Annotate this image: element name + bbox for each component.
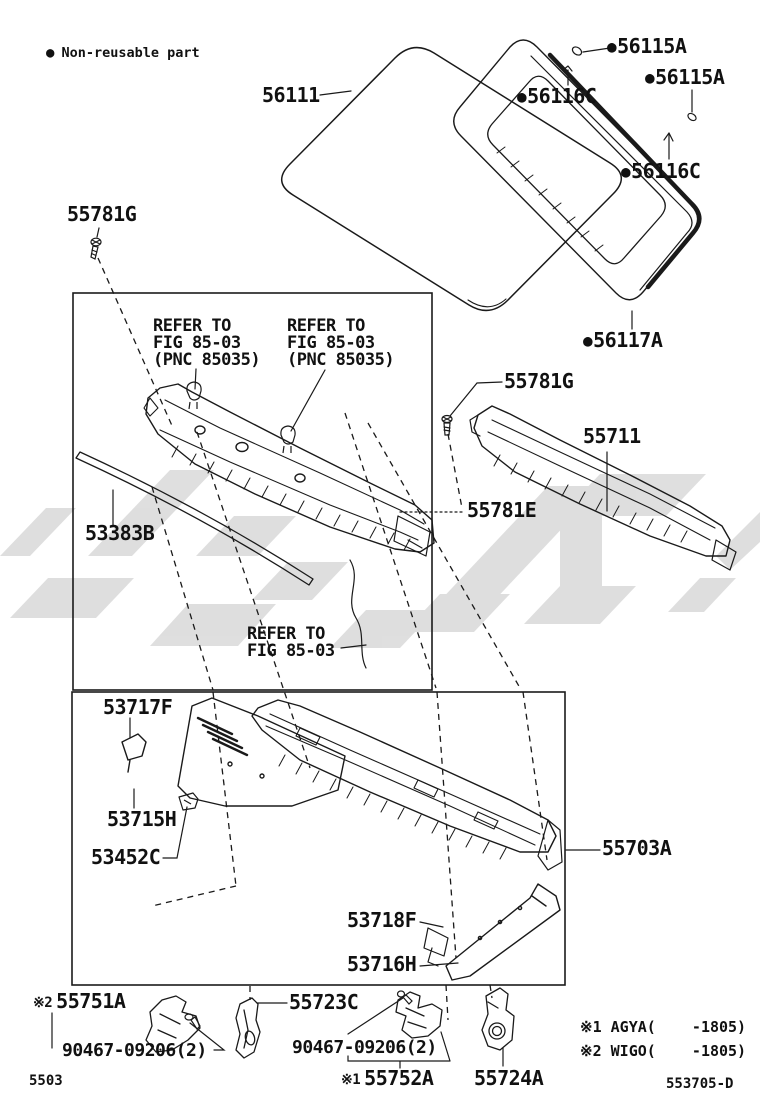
part-label-56111: 56111 [262, 83, 320, 107]
applicability-note-2: ※2 WIGO( -1805) [580, 1042, 747, 1060]
part-label-55723c: 55723C [289, 990, 359, 1014]
part-label-53715h: 53715H [107, 807, 177, 831]
legend-non-reusable: ● Non-reusable part [46, 45, 200, 61]
non-reusable-dot-icon: ● [46, 45, 55, 61]
part-label-53718f: 53718F [347, 908, 417, 932]
legend-text: Non-reusable part [61, 45, 200, 61]
projection-lines [97, 257, 548, 1021]
hood-seal-drawing [75, 451, 314, 586]
asterisk-note-1: ※1 [341, 1072, 361, 1088]
leader-lines [51, 47, 693, 1069]
part-label-55781g-right: 55781G [504, 369, 574, 393]
cowl-louver-drawing [143, 383, 435, 669]
part-label-56115a-1: ●56115A [607, 34, 687, 58]
part-label-56116c-1: ●56116C [517, 84, 597, 108]
non-reusable-dot-icon: ● [645, 68, 655, 87]
part-label-55711: 55711 [583, 424, 641, 448]
cowl-top-panel-drawing [469, 405, 737, 571]
non-reusable-dot-icon: ● [607, 37, 617, 56]
asterisk-note-2: ※2 [33, 995, 53, 1011]
non-reusable-dot-icon: ● [583, 331, 593, 350]
sub-assembly-boxes [71, 292, 566, 986]
part-label-90467-1: 90467-09206(2) [62, 1040, 207, 1061]
part-label-55781g-left: 55781G [67, 202, 137, 226]
figure-code: 5503 [29, 1073, 63, 1089]
cowl-side-panels-drawing [145, 987, 515, 1059]
part-label-53716h: 53716H [347, 952, 417, 976]
part-label-55781e: 55781E [467, 498, 537, 522]
part-label-53717f: 53717F [103, 695, 173, 719]
part-label-53452c: 53452C [91, 845, 161, 869]
part-label-56116c-2: ●56116C [621, 159, 701, 183]
clip-drawings [178, 381, 296, 811]
part-label-55703a: 55703A [602, 836, 672, 860]
doc-code: 553705-D [666, 1076, 734, 1092]
windshield-moulding-drawing [453, 39, 702, 301]
applicability-note-1: ※1 AGYA( -1805) [580, 1018, 747, 1036]
windshield-glass-drawing [281, 46, 622, 312]
part-label-55724a: 55724A [474, 1066, 544, 1090]
watermark-logo [0, 470, 760, 648]
part-label-53383b: 53383B [85, 521, 155, 545]
part-label-90467-2: 90467-09206(2) [292, 1037, 437, 1058]
part-label-56115a-2: ●56115A [645, 65, 725, 89]
part-label-56117a: ●56117A [583, 328, 663, 352]
non-reusable-dot-icon: ● [621, 162, 631, 181]
non-reusable-dot-icon: ● [517, 87, 527, 106]
cowl-panel-assembly-drawing [121, 697, 563, 981]
